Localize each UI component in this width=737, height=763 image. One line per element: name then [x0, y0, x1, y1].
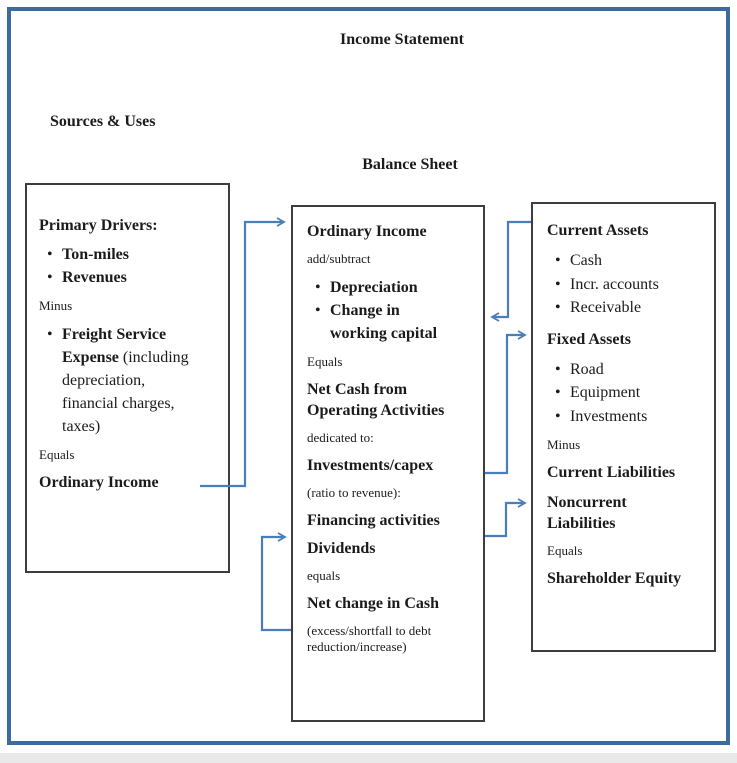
line-net-change-in-cash: Net change in Cash	[307, 595, 440, 612]
line-equals: Equals	[39, 447, 75, 462]
bullet-icon: •	[555, 299, 561, 316]
line-equipment: •Equipment	[547, 381, 704, 405]
line-receivable: •Receivable	[547, 296, 704, 320]
bullet-icon: •	[47, 246, 53, 263]
bullet-icon: •	[555, 252, 561, 269]
line-investments: •Investments	[547, 405, 704, 429]
bullet-icon: •	[47, 326, 53, 343]
line-ordinary-income: Ordinary Income	[39, 474, 159, 491]
line-dedicated-to: dedicated to:	[307, 430, 374, 445]
line-ordinary-income: Ordinary Income	[307, 223, 427, 240]
bullet-icon: •	[47, 269, 53, 286]
line-freight-service-expense: •Freight Service Expense (including depr…	[39, 323, 216, 438]
outer-frame	[7, 7, 730, 745]
line-primary-drivers: Primary Drivers:	[39, 217, 158, 234]
bullet-icon: •	[555, 360, 561, 378]
bullet-icon: •	[555, 407, 561, 425]
label-sources-uses: Sources & Uses	[50, 113, 156, 130]
balance-sheet-box: Current Assets •Cash•Incr. accounts•Recei…	[531, 202, 716, 652]
line-equals: Equals	[307, 354, 343, 369]
bullet-icon: •	[315, 302, 321, 319]
line-road: •Road	[547, 358, 704, 382]
line-change-in-working-capital: •Change in working capital	[307, 299, 471, 345]
line-dividends: Dividends	[307, 540, 376, 557]
cash-flow-box: Ordinary Income add/subtract •Depreciation…	[291, 205, 485, 722]
line-fixed-assets: Fixed Assets	[547, 330, 631, 348]
line-depreciation: •Depreciation	[307, 276, 471, 299]
page-edge-shadow	[0, 753, 737, 763]
line-equals: Equals	[547, 543, 583, 558]
line-minus: Minus	[547, 437, 581, 452]
line-incr-accounts: •Incr. accounts	[547, 273, 704, 297]
line-financing-activities: Financing activities	[307, 512, 440, 529]
bullet-icon: •	[315, 279, 321, 296]
line-shareholder-equity: Shareholder Equity	[547, 570, 682, 587]
line-investments-capex: Investments/capex	[307, 457, 434, 474]
bullet-icon: •	[555, 275, 561, 293]
line-cash: •Cash	[547, 249, 704, 273]
line-minus: Minus	[39, 298, 73, 313]
line-noncurrent-liabilities: Noncurrent Liabilities	[547, 494, 627, 532]
line-current-assets: Current Assets	[547, 222, 649, 239]
line-ton-miles: •Ton-miles	[39, 243, 216, 266]
line-add-subtract: add/subtract	[307, 251, 371, 266]
line-excess-shortfall-to-debt-reducti: (excess/shortfall to debt reduction/incr…	[307, 623, 432, 654]
label-balance-sheet: Balance Sheet	[362, 156, 458, 173]
line-equals: equals	[307, 568, 341, 583]
bullet-icon: •	[555, 384, 561, 401]
line-net-cash-from-operating-activiti: Net Cash from Operating Activities	[307, 381, 445, 419]
line-revenues: •Revenues	[39, 266, 216, 289]
line-ratio-to-revenue: (ratio to revenue):	[307, 485, 401, 500]
line-current-liabilities: Current Liabilities	[547, 464, 676, 481]
page-title: Income Statement	[340, 31, 464, 48]
